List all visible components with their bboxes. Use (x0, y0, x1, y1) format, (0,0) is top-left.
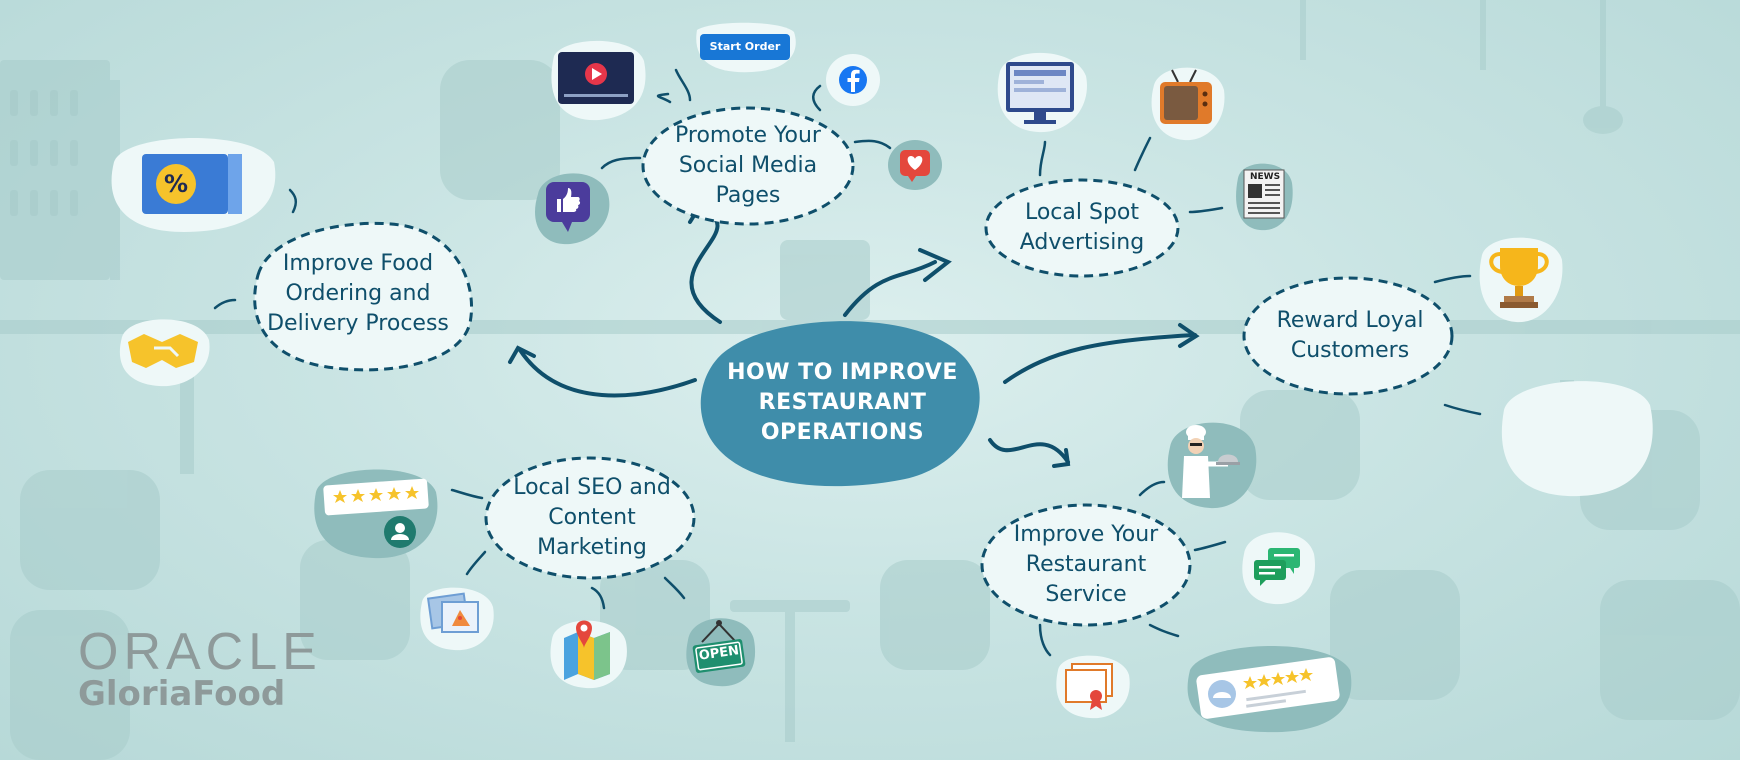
arrow-to-spot (845, 262, 935, 315)
star-rating-user-icon (308, 462, 442, 562)
chef-waiter-icon (1160, 412, 1260, 510)
video-player-icon (544, 36, 648, 122)
photo-gallery-icon (416, 582, 496, 652)
branch-label-seo: Local SEO and Content Marketing (513, 473, 671, 563)
discount-symbol: % (156, 170, 196, 198)
logo-oracle: ORACLE (78, 622, 322, 682)
trophy-icon (1474, 230, 1564, 324)
heart-comment-icon (886, 138, 944, 192)
center-node: HOW TO IMPROVE RESTAURANT OPERATIONS (700, 318, 985, 488)
start-order-button-label: Start Order (700, 34, 790, 60)
facebook-icon (824, 52, 882, 108)
branch-loyal-customers: Reward Loyal Customers (1240, 272, 1460, 400)
branch-label-ordering: Improve Food Ordering and Delivery Proce… (267, 249, 449, 339)
center-title: HOW TO IMPROVE RESTAURANT OPERATIONS (727, 358, 958, 448)
certificate-icon (1052, 650, 1132, 720)
branch-restaurant-service: Improve Your Restaurant Service (978, 500, 1194, 630)
branch-local-seo: Local SEO and Content Marketing (482, 454, 702, 582)
television-icon (1146, 60, 1226, 142)
branch-label-service: Improve Your Restaurant Service (1014, 520, 1158, 610)
oracle-gloriafood-logo: ORACLE GloriaFood (78, 622, 322, 714)
branch-social-media: Promote Your Social Media Pages (638, 102, 858, 230)
chat-bubbles-icon (1238, 524, 1316, 606)
branch-ordering: Improve Food Ordering and Delivery Proce… (240, 213, 476, 375)
newspaper-heading: NEWS (1250, 172, 1280, 182)
empty-bubble-placeholder (1494, 370, 1656, 500)
like-thumbs-up-icon (528, 164, 610, 246)
branch-label-loyal: Reward Loyal Customers (1277, 306, 1424, 366)
handshake-icon (114, 312, 212, 388)
rating-review-card-icon (1180, 640, 1354, 734)
website-monitor-icon (990, 46, 1090, 136)
newspaper-icon: NEWS (1232, 158, 1294, 232)
branch-label-spot: Local Spot Advertising (1020, 198, 1144, 258)
branch-spot-advertising: Local Spot Advertising (982, 176, 1182, 280)
discount-coupon-icon: % (104, 132, 278, 236)
map-pin-icon (546, 614, 630, 690)
start-order-icon: Start Order (692, 20, 798, 74)
open-sign-icon: OPEN (682, 610, 756, 688)
branch-label-social: Promote Your Social Media Pages (675, 121, 821, 211)
